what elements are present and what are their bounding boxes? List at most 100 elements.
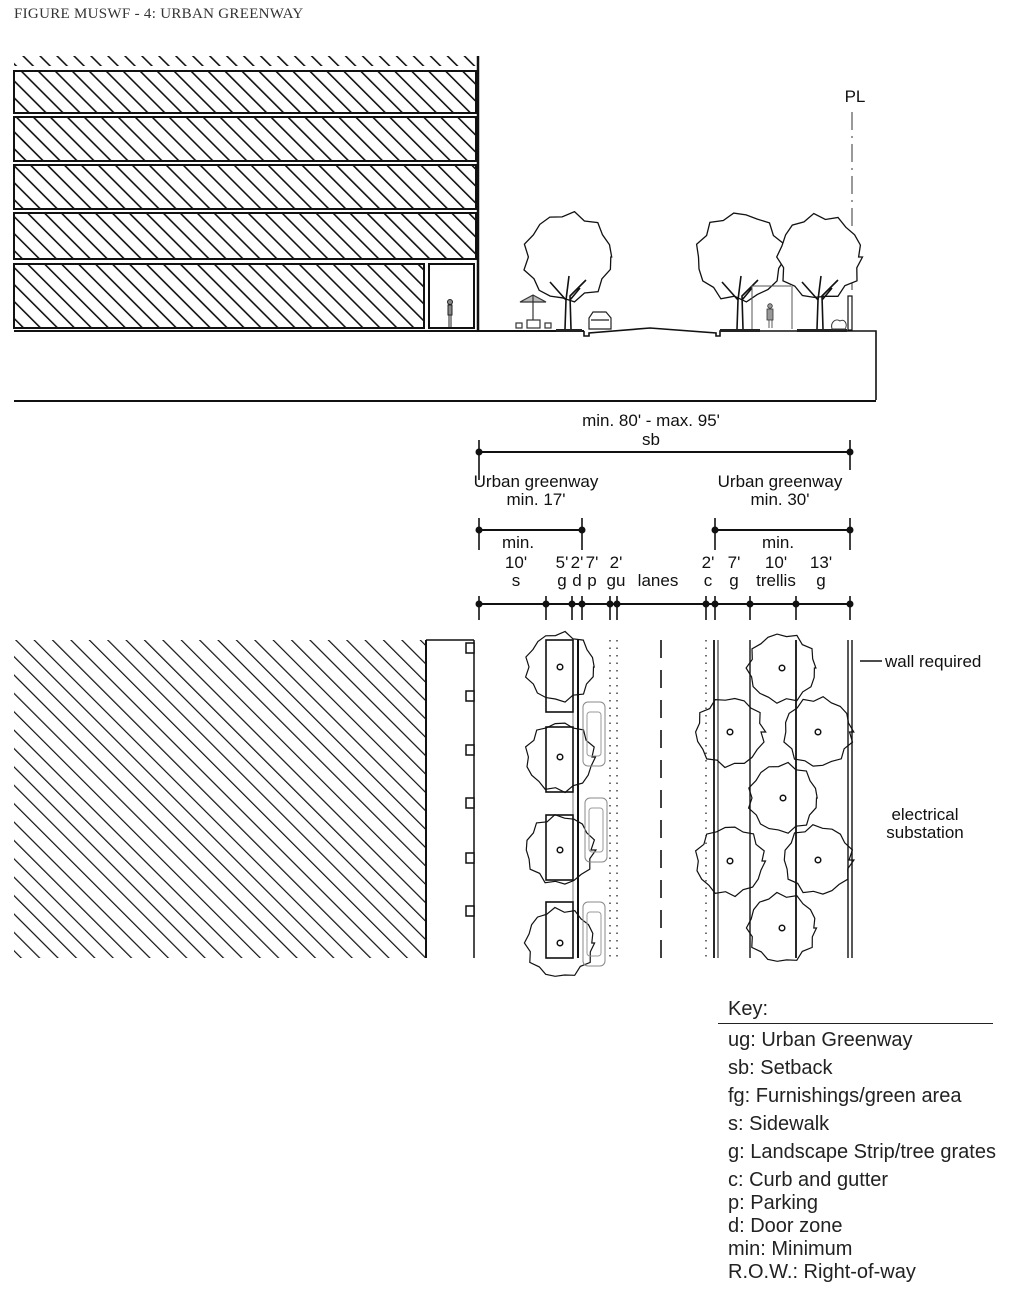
column-icon [465,690,475,702]
segment-size: 2' [610,553,623,572]
tree-grate [545,726,574,793]
car-body [584,797,608,863]
tree-plan-icon [783,696,855,767]
segment-code: c [704,571,713,590]
segment-size: 2' [571,553,584,572]
overall-range-label: min. 80' - max. 95' [582,411,720,430]
building-floor-hatch [13,212,477,260]
column-icon [465,852,475,864]
car-plan-icon [584,797,608,863]
tree-trunk-dot [726,857,734,865]
tree-trunk-dot [726,728,734,736]
tree-plan-icon [523,906,596,977]
tree-canopy [745,891,818,962]
dimension-left-greenway: Urban greenway min. 17' min. [474,472,599,552]
tree-plan-icon [694,826,767,898]
tree-trunk [721,275,759,330]
tree-trunk [801,275,839,330]
tree-canopy [523,210,613,303]
car-roof [586,911,602,957]
tree-canopy [747,761,818,834]
section-trees [523,210,864,330]
tree-canopy [783,824,856,895]
car-roof [588,807,604,853]
key-item: min: Minimum [728,1238,853,1260]
segment-size: 7' [728,553,741,572]
segment-size: 10' [505,553,527,572]
right-greenway-min-label: min. 30' [751,490,810,509]
tree-canopy [745,633,817,704]
segment-code: d [572,571,581,590]
segment-code: p [587,571,596,590]
segment-size: 5' [556,553,569,572]
key-title: Key: [718,998,993,1024]
segment-code: g [816,571,825,590]
building-plan-hatch [14,640,426,958]
building-ground-floor-hatch [13,263,425,329]
tree-plan-icon [524,630,595,703]
tree-grate [545,814,574,881]
left-greenway-min-label: min. 17' [507,490,566,509]
dimension-node [702,600,710,608]
tree-plan-icon [747,761,818,834]
dimension-node [568,600,576,608]
dimension-right-greenway: Urban greenway min. 30' min. [711,472,854,552]
dimension-node [578,600,586,608]
tree-trunk-dot [556,846,564,854]
tree-canopy [695,212,788,303]
dimension-node [792,600,800,608]
key-item: p: Parking [728,1192,819,1214]
tree-canopy [694,826,767,898]
wall-required-label: wall required [884,652,981,671]
people-icon [766,303,774,328]
car-plan-icon [582,901,606,967]
tree-plan-icon [524,722,597,794]
building-floor-hatch [14,56,476,66]
tree-plan-icon [525,814,598,885]
car-plan-icon [582,701,606,767]
tree-elevation-icon [775,212,864,330]
shrub-icon [831,319,847,330]
tree-trunk-dot [778,924,786,932]
key-item: R.O.W.: Right-of-way [728,1261,916,1283]
car-section-icon [588,311,612,330]
dimension-overall: min. 80' - max. 95' sb [475,411,854,480]
key-item: sb: Setback [728,1057,833,1079]
person-icon [447,299,453,327]
trellis-structure [751,285,793,329]
tree-canopy [775,212,864,299]
building-section [13,56,480,332]
parked-cars [582,701,608,967]
tree-trunk-dot [778,664,786,672]
tree-trunk-dot [779,794,787,802]
left-greenway-label: Urban greenway [474,472,599,491]
property-line: PL [845,87,865,331]
plan-building [14,639,475,958]
dimension-node [542,600,550,608]
key-item: ug: Urban Greenway [728,1029,913,1051]
tree-canopy [525,814,598,885]
tree-canopy [524,630,595,703]
tree-grate [545,639,574,713]
dimension-node [613,600,621,608]
tree-trunk-dot [814,728,822,736]
segment-code: g [557,571,566,590]
tree-elevation-icon [695,212,788,330]
dimension-node [711,600,719,608]
dimension-node [475,600,483,608]
tree-plan-icon [745,891,818,962]
plan-trees [523,630,856,977]
key-item: d: Door zone [728,1215,843,1237]
key-item: c: Curb and gutter [728,1169,889,1191]
car-roof [586,711,602,757]
substation-label-line1: electrical [891,805,958,824]
tree-canopy [694,697,767,769]
dimension-node [846,600,854,608]
segment-code: lanes [638,571,679,590]
tree-trunk-dot [556,939,564,947]
dimension-segments [475,596,854,620]
right-greenway-label: Urban greenway [718,472,843,491]
car-body [582,701,606,767]
tree-canopy [524,722,597,794]
